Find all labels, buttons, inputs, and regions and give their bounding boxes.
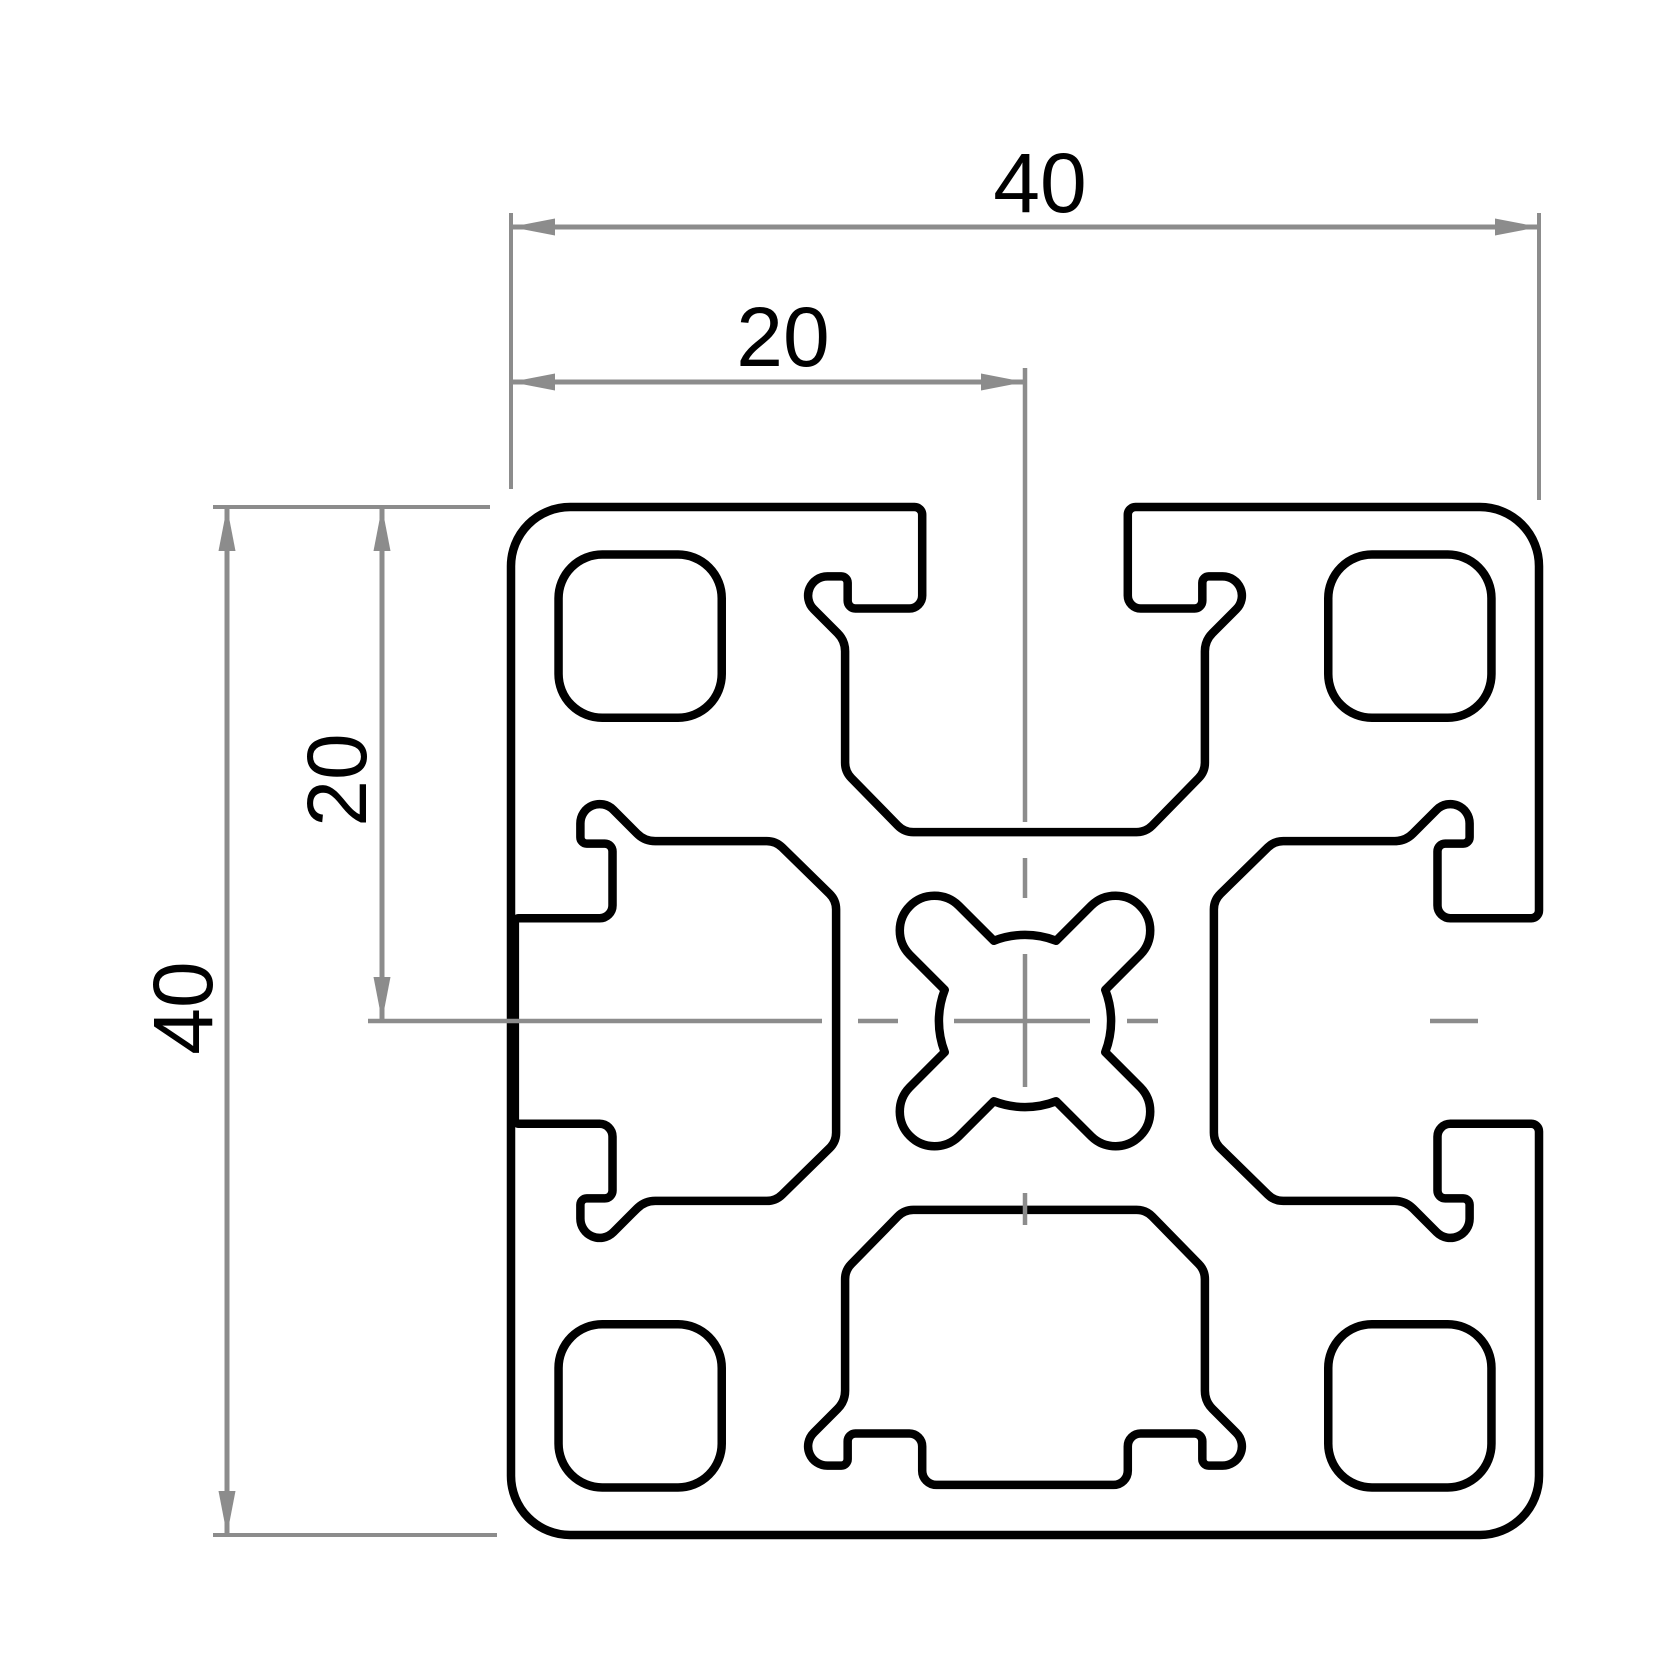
dim-value-left-40: 40 <box>136 961 230 1054</box>
corner-channel-bottom-left <box>554 1320 726 1492</box>
profile-outer-contour <box>506 502 1544 1540</box>
dim-value-left-20: 20 <box>290 733 384 826</box>
dimension-arrowhead <box>981 373 1025 391</box>
corner-channel-bottom-right <box>1324 1320 1496 1492</box>
dimension-text-layer: 40 20 20 40 <box>136 136 1087 1055</box>
centerlines <box>368 368 1478 1225</box>
dimension-arrowhead <box>218 507 236 551</box>
closed-slot-cavity-left <box>510 799 841 1243</box>
dimension-arrowhead <box>1495 218 1539 236</box>
dimension-arrowheads <box>218 218 1539 1535</box>
dimension-arrowhead <box>511 373 555 391</box>
corner-channel-top-right <box>1324 550 1496 722</box>
corner-channel-top-left <box>554 550 726 722</box>
dimension-layer <box>213 213 1541 1537</box>
extrusion-profile <box>506 502 1544 1540</box>
dim-value-top-20: 20 <box>736 290 829 384</box>
dim-value-top-40: 40 <box>993 136 1086 230</box>
center-core-bore <box>895 891 1155 1151</box>
closed-slot-cavity-bottom <box>803 1205 1247 1490</box>
dimension-arrowhead <box>511 218 555 236</box>
dimension-arrowhead <box>218 1491 236 1535</box>
dimension-arrowhead <box>373 977 391 1021</box>
dimension-arrowhead <box>373 507 391 551</box>
